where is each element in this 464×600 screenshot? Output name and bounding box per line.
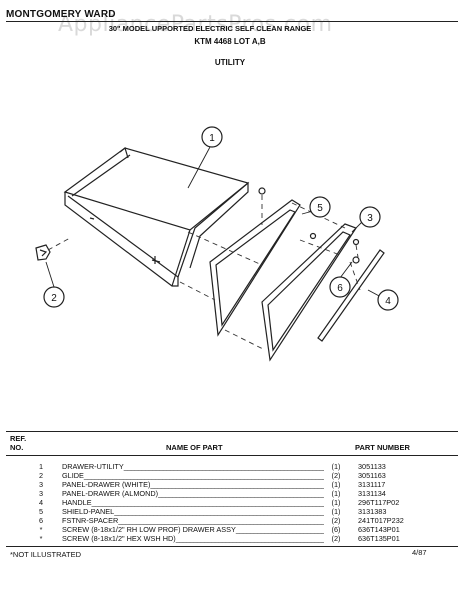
- watermark: AppliancePartsPros.com: [58, 12, 333, 37]
- callout-3: 3: [359, 206, 381, 228]
- ref-cell: 2: [38, 471, 44, 480]
- table-row: 3 PANEL-DRAWER (ALMOND)(1) 3131134: [6, 489, 458, 498]
- ref-cell: 5: [38, 507, 44, 516]
- part-number-cell: 3131134: [358, 489, 386, 498]
- name-header: NAME OF PART: [166, 443, 223, 452]
- exploded-parts-diagram: 1 2 3 4 5 6: [35, 126, 399, 362]
- screw-icon: [258, 187, 266, 195]
- part-number-cell: 3131117: [358, 480, 386, 489]
- spacer-icon: [352, 238, 360, 246]
- quantity-cell: (2): [326, 534, 346, 543]
- part-number-cell: 296T117P02: [358, 498, 400, 507]
- part-name-cell: DRAWER-UTILITY: [62, 462, 324, 471]
- table-header-rule: [6, 455, 458, 456]
- callout-4: 4: [377, 289, 399, 311]
- table-top-rule: [6, 431, 458, 432]
- quantity-cell: (1): [326, 480, 346, 489]
- part-number-header: PART NUMBER: [355, 443, 410, 452]
- lot-line: KTM 4468 LOT A,B: [194, 37, 266, 46]
- part-number-cell: 636T143P01: [358, 525, 400, 534]
- part-name-cell: HANDLE: [62, 498, 324, 507]
- quantity-cell: (1): [326, 498, 346, 507]
- part-number-cell: 3051163: [358, 471, 386, 480]
- ref-cell: 3: [38, 489, 44, 498]
- svg-text:2: 2: [51, 293, 57, 304]
- ref-header-line2: NO.: [10, 443, 24, 452]
- quantity-cell: (2): [326, 471, 346, 480]
- table-row: * SCREW (8-18x1/2" RH LOW PROF) DRAWER AS…: [6, 525, 458, 534]
- part-name-cell: SCREW (8-18x1/2" RH LOW PROF) DRAWER ASS…: [62, 525, 324, 534]
- quantity-cell: (1): [326, 462, 346, 471]
- section-title: UTILITY: [214, 58, 246, 67]
- table-bottom-rule: [6, 546, 458, 547]
- table-row: 1 DRAWER-UTILITY(1) 3051133: [6, 462, 458, 471]
- ref-cell: 3: [38, 480, 44, 489]
- svg-text:5: 5: [317, 203, 323, 214]
- table-row: 2 GLIDE(2) 3051163: [6, 471, 458, 480]
- model-line: 30" MODEL UPPORTED ELECTRIC SELF CLEAN R…: [108, 24, 312, 33]
- ref-header-line1: REF.: [10, 434, 27, 443]
- table-row: 5 SHIELD-PANEL(1) 3131383: [6, 507, 458, 516]
- ref-cell: *: [39, 525, 43, 534]
- part-name-cell: FSTNR-SPACER: [62, 516, 324, 525]
- part-number-cell: 636T135P01: [358, 534, 400, 543]
- glide-drawing: [35, 244, 51, 261]
- svg-text:1: 1: [209, 133, 215, 144]
- part-name-cell: GLIDE: [62, 471, 324, 480]
- part-name-cell: SHIELD-PANEL: [62, 507, 324, 516]
- not-illustrated-note: *NOT ILLUSTRATED: [10, 550, 81, 559]
- svg-text:4: 4: [385, 296, 391, 307]
- ref-cell: *: [39, 534, 43, 543]
- callout-2: 2: [43, 286, 65, 308]
- drawer-utility-drawing: [63, 146, 250, 287]
- part-number-cell: 3131383: [358, 507, 387, 516]
- table-row: * SCREW (8-18x1/2" HEX WSH HD)(2) 636T135P…: [6, 534, 458, 543]
- shield-panel-drawing: [209, 199, 301, 337]
- table-row: 3 PANEL-DRAWER (WHITE)(1) 3131117: [6, 480, 458, 489]
- ref-cell: 6: [38, 516, 44, 525]
- spacer-icon: [352, 256, 360, 264]
- part-name-cell: PANEL-DRAWER (ALMOND): [62, 489, 324, 498]
- screw-icon: [309, 232, 317, 240]
- quantity-cell: (1): [326, 507, 346, 516]
- part-name-cell: PANEL-DRAWER (WHITE): [62, 480, 324, 489]
- brand-title: MONTGOMERY WARD: [6, 9, 116, 20]
- quantity-cell: (1): [326, 489, 346, 498]
- revision-date: 4/87: [412, 548, 427, 557]
- header-divider: [6, 21, 458, 22]
- quantity-cell: (2): [326, 516, 346, 525]
- handle-drawing: [317, 249, 385, 342]
- ref-cell: 1: [38, 462, 44, 471]
- table-row: 6 FSTNR-SPACER(2) 241T017P232: [6, 516, 458, 525]
- part-number-cell: 241T017P232: [358, 516, 404, 525]
- callout-1: 1: [201, 126, 223, 148]
- ref-cell: 4: [38, 498, 44, 507]
- table-row: 4 HANDLE(1) 296T117P02: [6, 498, 458, 507]
- callout-5: 5: [309, 196, 331, 218]
- quantity-cell: (6): [326, 525, 346, 534]
- svg-text:3: 3: [367, 213, 373, 224]
- part-name-cell: SCREW (8-18x1/2" HEX WSH HD): [62, 534, 324, 543]
- part-number-cell: 3051133: [358, 462, 386, 471]
- callout-6: 6: [329, 276, 351, 298]
- svg-text:6: 6: [337, 283, 343, 294]
